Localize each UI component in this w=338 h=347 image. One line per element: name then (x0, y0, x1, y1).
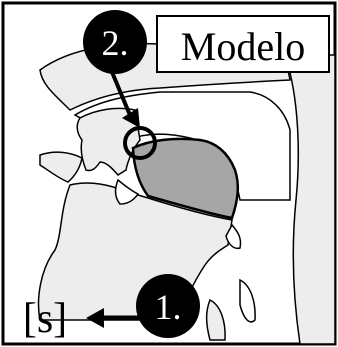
upper-lip (39, 151, 83, 183)
arrow-2-shaft (110, 71, 134, 121)
title-box (156, 15, 330, 73)
neck-tissue (283, 54, 336, 345)
title-label: Modelo (181, 24, 305, 69)
phoneme-symbol: [s] (23, 296, 67, 342)
step-1-number: 1. (155, 287, 182, 327)
lower-teeth (114, 178, 140, 205)
step-2-number: 2. (102, 23, 129, 63)
arrow-1-head-icon (86, 308, 104, 328)
arrow-2-head-icon (122, 108, 140, 128)
epiglottis (225, 223, 242, 250)
trachea (205, 298, 226, 341)
tongue (131, 137, 240, 220)
larynx (239, 278, 256, 323)
step-1-badge (136, 274, 200, 338)
step-2-badge (83, 10, 147, 74)
